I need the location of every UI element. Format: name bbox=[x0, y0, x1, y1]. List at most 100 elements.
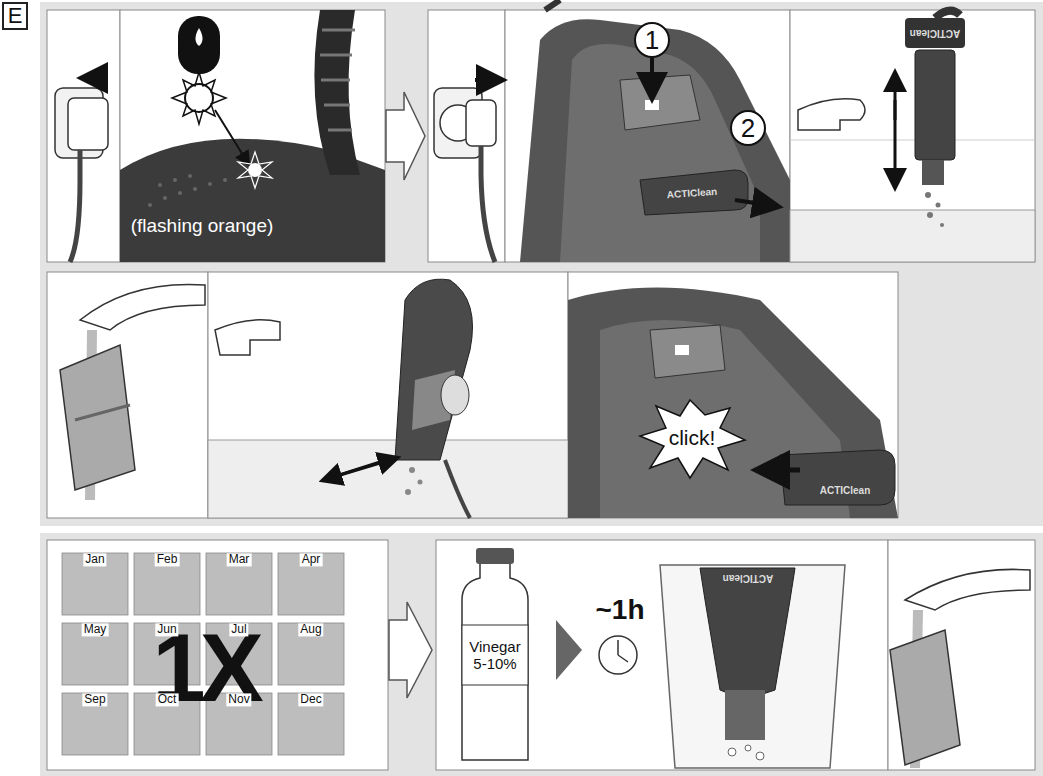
month-name: Jun bbox=[155, 623, 178, 636]
iron-top bbox=[120, 10, 385, 262]
calendar-part bbox=[278, 693, 344, 755]
wall-socket-part bbox=[481, 146, 495, 262]
wall-socket-part bbox=[68, 98, 108, 150]
panel-frame-part bbox=[888, 540, 1035, 770]
iron-side-part bbox=[650, 58, 654, 88]
iron-top-part-part bbox=[188, 174, 192, 178]
iron-top-part bbox=[238, 152, 272, 188]
wall-socket-part bbox=[466, 100, 496, 146]
month-name: Apr bbox=[300, 553, 323, 566]
iron-top-part-part bbox=[163, 196, 167, 200]
iron-side-part bbox=[735, 200, 768, 205]
panel-frame-part bbox=[47, 272, 208, 518]
iron-top-part-part bbox=[158, 183, 162, 187]
vinegar-soak-part bbox=[725, 690, 765, 740]
wall-socket-part bbox=[475, 78, 492, 82]
panel-frame bbox=[47, 10, 1035, 770]
calendar-part bbox=[278, 623, 344, 685]
iron-side-part bbox=[731, 111, 765, 145]
vinegar-soak-part bbox=[618, 640, 628, 662]
sink-cartridge-part bbox=[790, 140, 1035, 141]
rinse-tap-part bbox=[75, 405, 130, 420]
month-name: Mar bbox=[227, 553, 252, 566]
iron-top-part-part bbox=[178, 191, 182, 195]
step-arrow-part bbox=[389, 602, 432, 698]
iron-top-part bbox=[248, 163, 262, 177]
vinegar-soak-part bbox=[599, 636, 637, 674]
iron-side-part bbox=[640, 170, 748, 215]
iron-sink bbox=[208, 279, 568, 518]
background-band bbox=[40, 2, 1043, 776]
calendar-part bbox=[62, 623, 128, 685]
sink-cartridge-part-part bbox=[927, 212, 933, 218]
iron-sink-part bbox=[330, 460, 390, 478]
month-name: Feb bbox=[155, 553, 180, 566]
month-name: Aug bbox=[298, 623, 323, 636]
panel-frame-part bbox=[436, 540, 888, 770]
vinegar-soak-part-part bbox=[756, 752, 764, 760]
rinse-tap bbox=[60, 284, 205, 500]
vinegar-soak-part bbox=[476, 548, 514, 564]
calendar bbox=[62, 553, 344, 755]
iron-sink-part bbox=[215, 320, 280, 355]
iron-sink-part bbox=[330, 462, 380, 478]
background-band-part bbox=[40, 533, 1043, 776]
sink-cartridge bbox=[790, 11, 1035, 262]
iron-top-part bbox=[185, 84, 213, 112]
calendar-part bbox=[134, 553, 200, 615]
month-name: Nov bbox=[226, 693, 251, 706]
rinse-tap-part bbox=[905, 569, 1030, 610]
iron-sink-part-part bbox=[405, 489, 411, 495]
callout-number: 2 bbox=[741, 114, 755, 143]
month-name: Sep bbox=[82, 693, 107, 706]
month-name: Jul bbox=[229, 623, 248, 636]
wall-socket-part bbox=[70, 150, 80, 262]
wall-socket bbox=[434, 80, 496, 262]
step-letter: E bbox=[8, 5, 23, 27]
sink-cartridge-part bbox=[922, 160, 944, 185]
calendar-part bbox=[206, 553, 272, 615]
iron-sink-part bbox=[445, 460, 470, 518]
sink-cartridge-part bbox=[915, 50, 955, 160]
calendar-part bbox=[278, 553, 344, 615]
sink-cartridge-part-part bbox=[925, 192, 931, 198]
panel-frame-part bbox=[428, 10, 505, 262]
iron-insert bbox=[568, 288, 898, 519]
sink-cartridge-part-part bbox=[936, 203, 941, 208]
rinse-tap-part bbox=[890, 630, 960, 765]
iron-insert-part bbox=[568, 288, 898, 519]
iron-insert-part bbox=[640, 400, 745, 478]
vinegar-soak-part bbox=[556, 620, 582, 680]
iron-top-part-part bbox=[193, 187, 197, 191]
sink-cartridge-part bbox=[790, 210, 1035, 262]
iron-side-part bbox=[635, 23, 669, 57]
wall-socket bbox=[55, 78, 108, 262]
iron-top-part bbox=[148, 174, 227, 207]
rinse-tap bbox=[890, 569, 1030, 768]
iron-top-part-part bbox=[208, 182, 212, 186]
month-name: May bbox=[82, 623, 109, 636]
panel-frame-part bbox=[47, 10, 120, 262]
iron-side bbox=[520, 0, 790, 262]
iron-side-part bbox=[560, 44, 760, 262]
sink-cartridge-part bbox=[925, 192, 944, 227]
rinse-tap-part bbox=[60, 345, 135, 490]
background-band-part bbox=[40, 2, 1043, 526]
sink-cartridge-part bbox=[935, 11, 960, 18]
vinegar-soak-part bbox=[728, 745, 764, 760]
iron-top-part bbox=[314, 10, 360, 175]
bottle-label: Vinegar 5-10% bbox=[466, 639, 524, 672]
vinegar-soak-part bbox=[660, 565, 845, 768]
step-letter-box: E bbox=[2, 2, 28, 30]
sink-cartridge-part bbox=[905, 18, 965, 48]
panel-frame-part bbox=[120, 10, 385, 262]
iron-side-part bbox=[545, 0, 560, 10]
panel-frame-part bbox=[208, 272, 568, 518]
calendar-part bbox=[62, 693, 128, 755]
iron-top-part bbox=[196, 28, 203, 46]
panel-frame-part bbox=[790, 10, 1035, 262]
iron-side-part bbox=[620, 75, 700, 130]
brand-mark: ACTIClean bbox=[910, 28, 961, 39]
duration: ~1h bbox=[595, 595, 644, 626]
iron-side-part bbox=[645, 100, 659, 110]
